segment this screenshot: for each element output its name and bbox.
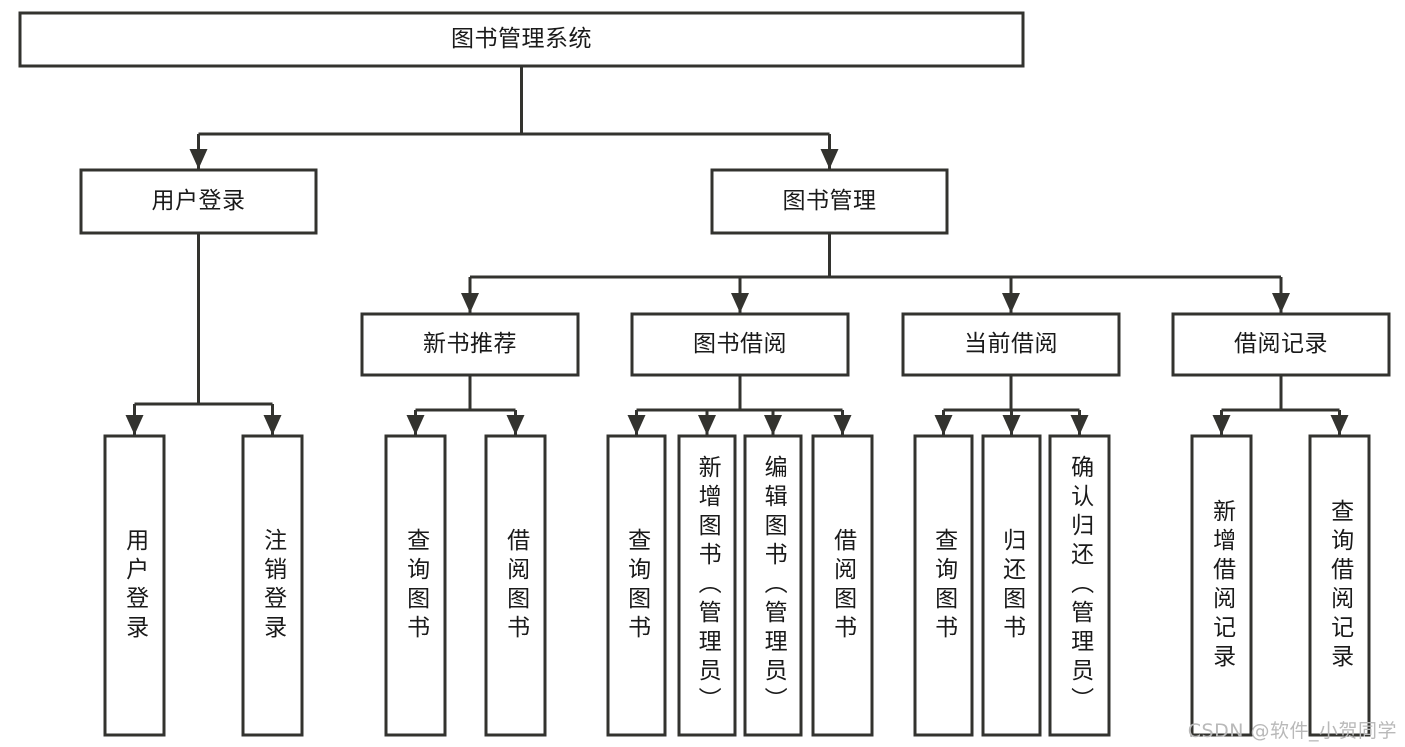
node-box-leaf-confirm-return-admin: [1048, 434, 1111, 737]
arrow-head-borrow-record-0: [1212, 415, 1231, 435]
boxes-layer: [18, 11, 1391, 737]
node-box-leaf-add-book-admin: [677, 434, 737, 737]
arrow-head-root-0: [189, 149, 208, 169]
node-box-leaf-borrow-book-recommend: [484, 434, 547, 737]
arrow-head-book-management-2: [1002, 293, 1020, 313]
node-box-leaf-query-book-recommend: [384, 434, 447, 737]
node-box-book-borrow: [630, 312, 850, 377]
arrow-head-borrow-record-1: [1330, 415, 1349, 435]
arrow-head-book-management-1: [731, 293, 749, 313]
node-box-leaf-return-book: [981, 434, 1042, 737]
node-box-current-borrow: [901, 312, 1121, 377]
arrow-head-book-borrow-3: [833, 415, 852, 435]
arrow-head-current-borrow-0: [934, 415, 953, 435]
arrow-head-root-1: [820, 149, 839, 169]
node-box-leaf-borrow-book: [811, 434, 874, 737]
arrow-head-book-management-3: [1272, 293, 1290, 313]
node-box-leaf-edit-book-admin: [743, 434, 803, 737]
arrow-head-new-book-recommend-1: [506, 415, 525, 435]
node-box-leaf-query-book-borrow: [606, 434, 667, 737]
node-box-new-book-recommend: [360, 312, 580, 377]
arrow-head-book-management-0: [461, 293, 479, 313]
arrow-head-book-borrow-1: [698, 415, 716, 435]
node-box-root: [18, 11, 1025, 68]
arrow-head-user-login-0: [125, 415, 144, 435]
arrow-head-current-borrow-2: [1070, 415, 1089, 435]
node-box-leaf-user-login: [103, 434, 166, 737]
node-box-borrow-record: [1171, 312, 1391, 377]
arrow-head-new-book-recommend-0: [406, 415, 425, 435]
node-box-leaf-logout-login: [241, 434, 304, 737]
connectors-layer: [125, 66, 1349, 435]
node-box-user-login: [79, 168, 318, 235]
arrow-head-book-borrow-2: [764, 415, 782, 435]
arrow-head-book-borrow-0: [627, 415, 646, 435]
node-box-leaf-query-book-current: [913, 434, 974, 737]
arrow-head-user-login-1: [263, 415, 282, 435]
node-box-leaf-query-borrow-record: [1308, 434, 1371, 737]
node-box-leaf-add-borrow-record: [1190, 434, 1253, 737]
node-box-book-management: [710, 168, 949, 235]
arrow-head-current-borrow-1: [1002, 415, 1021, 435]
